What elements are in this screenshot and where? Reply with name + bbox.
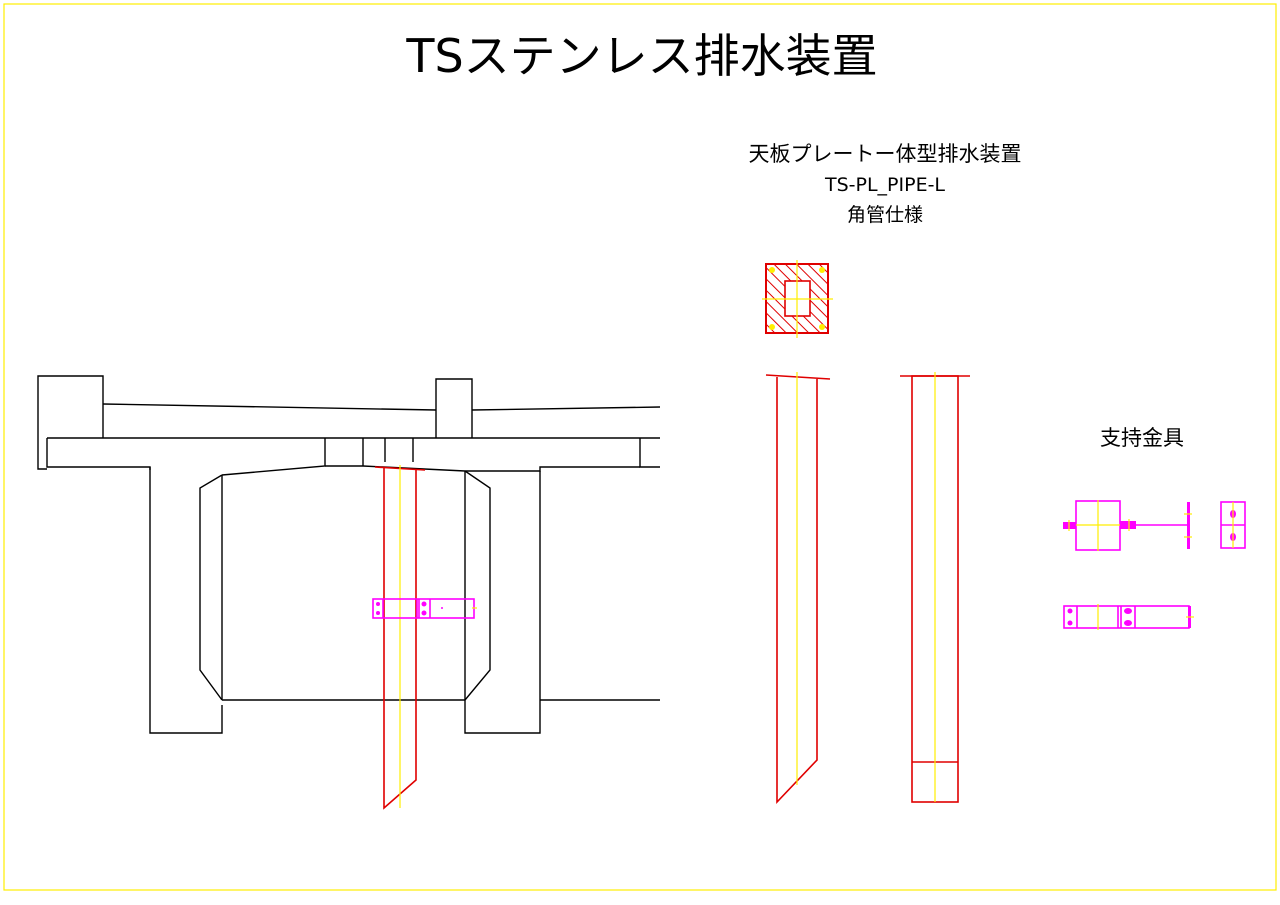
square-tube-section	[762, 260, 833, 338]
pipe-side-view-front	[765, 372, 831, 804]
support-bracket-end-view	[1220, 501, 1246, 549]
installed-bracket	[372, 598, 477, 619]
bridge-cross-section	[37, 375, 661, 734]
pipe-side-view-side	[900, 372, 970, 803]
drawing-title: TSステンレス排水装置	[405, 29, 877, 83]
drain-pipe-installed	[372, 465, 477, 810]
product-code: TS-PL_PIPE-L	[824, 174, 945, 196]
support-bracket-top-view	[1063, 500, 1192, 551]
bracket-label: 支持金具	[1100, 426, 1184, 450]
product-name: 天板プレートー体型排水装置	[749, 142, 1022, 166]
drawing-border	[3, 3, 1277, 891]
product-spec: 角管仕様	[847, 204, 923, 226]
support-bracket-side-view	[1063, 604, 1194, 630]
